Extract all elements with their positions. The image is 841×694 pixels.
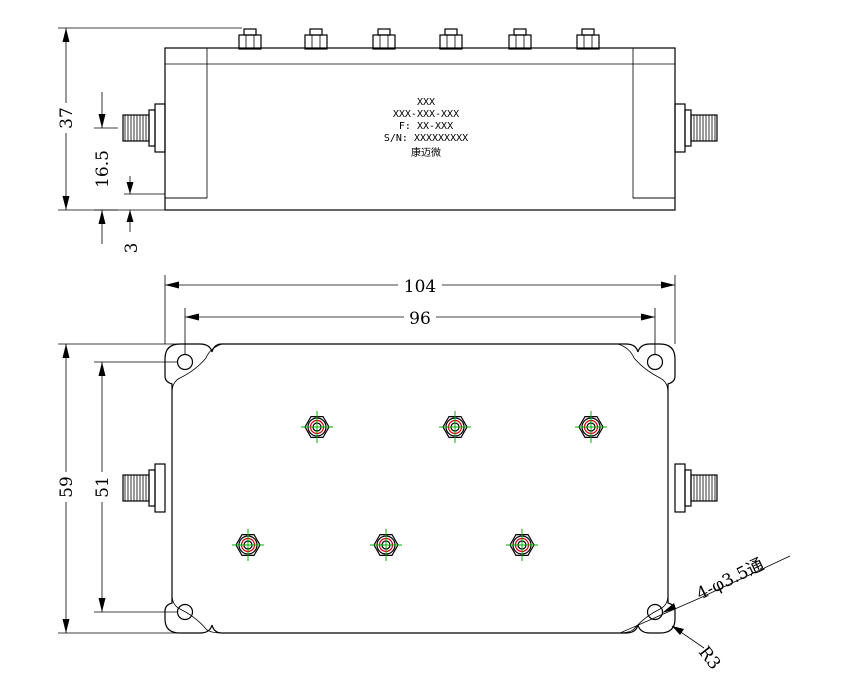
dim-base-offset-value: 3 (122, 243, 142, 254)
dim-hole-spacing-x: 96 (184, 307, 656, 354)
dim-base-offset: 3 (122, 176, 165, 253)
sma-connector-top-left (122, 463, 166, 513)
dim-corner-radius: R3 (671, 625, 724, 674)
sma-connector-side-right (674, 103, 718, 153)
dim-hole-callout: 4-φ3.5通 (619, 555, 791, 634)
dim-hole-spacing-x-value: 96 (409, 309, 431, 329)
dim-overall-width-value: 59 (57, 476, 77, 498)
dim-overall-width: 59 (56, 343, 200, 634)
sma-connector-side-left (122, 103, 166, 153)
dim-hole-callout-value: 4-φ3.5通 (693, 555, 767, 605)
label-line-3: F: XX-XXX (399, 121, 453, 132)
dim-height-value: 37 (57, 107, 77, 129)
dim-overall-length-value: 104 (404, 277, 436, 297)
top-body-outline (164, 343, 676, 634)
label-line-1: XXX (417, 97, 435, 108)
dim-overall-length: 104 (164, 275, 676, 344)
dim-hole-spacing-y: 51 (92, 361, 178, 613)
tuning-nut-side (238, 28, 600, 50)
dim-hole-spacing-y-value: 51 (93, 476, 113, 498)
label-line-5: 康迈微 (411, 146, 441, 159)
sma-connector-top-right (674, 463, 718, 513)
top-view: 104 96 59 (56, 275, 791, 674)
mounting-hole-bottom-right (646, 603, 664, 621)
tuning-nut-top (231, 410, 608, 562)
label-line-4: S/N: XXXXXXXXX (384, 133, 468, 144)
product-label: XXX XXX-XXX-XXX F: XX-XXX S/N: XXXXXXXXX… (384, 97, 468, 159)
side-view: XXX XXX-XXX-XXX F: XX-XXX S/N: XXXXXXXXX… (56, 27, 718, 253)
dim-connector-height: 16.5 (92, 92, 118, 244)
mounting-holes (176, 353, 664, 621)
mounting-hole-top-left (176, 353, 194, 371)
dim-height: 37 (56, 27, 242, 211)
mounting-hole-top-right (646, 353, 664, 371)
dim-corner-radius-value: R3 (694, 643, 724, 674)
dim-connector-height-value: 16.5 (93, 150, 113, 188)
label-line-2: XXX-XXX-XXX (393, 109, 459, 120)
